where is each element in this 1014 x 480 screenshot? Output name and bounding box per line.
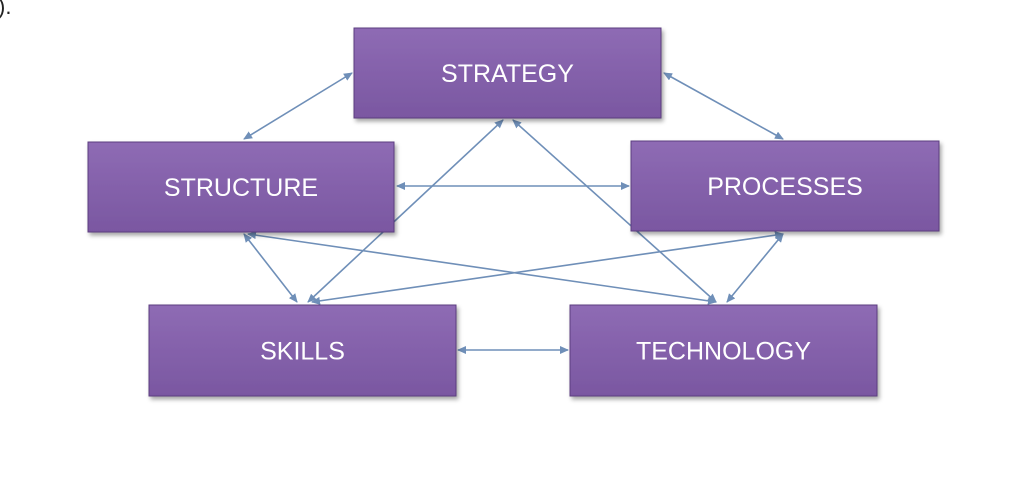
node-label-structure: STRUCTURE [164,174,318,202]
node-skills: SKILLS [148,304,457,397]
node-box-strategy [353,27,662,119]
node-structure: STRUCTURE [87,141,395,233]
node-box-technology [569,304,878,397]
arrow-strategy-processes [663,72,784,140]
node-label-processes: PROCESSES [707,173,863,201]
arrow-structure-skills [243,233,298,303]
node-label-technology: TECHNOLOGY [636,338,811,366]
cropped-text-fragment: ). [0,0,12,19]
node-layer: STRATEGY STRUCTURE PROCESSES SKILLS TECHNOLO… [87,27,940,397]
node-box-skills [148,304,457,397]
connector-layer [243,72,784,354]
arrow-processes-technology [726,233,784,303]
node-processes: PROCESSES [630,140,940,232]
node-box-structure [87,141,395,233]
arrow-processes-skills [311,231,784,305]
node-strategy: STRATEGY [353,27,662,119]
arrow-strategy-structure [243,72,353,140]
node-label-strategy: STRATEGY [441,60,574,88]
node-technology: TECHNOLOGY [569,304,878,397]
node-box-processes [630,140,940,232]
node-label-skills: SKILLS [260,338,345,366]
